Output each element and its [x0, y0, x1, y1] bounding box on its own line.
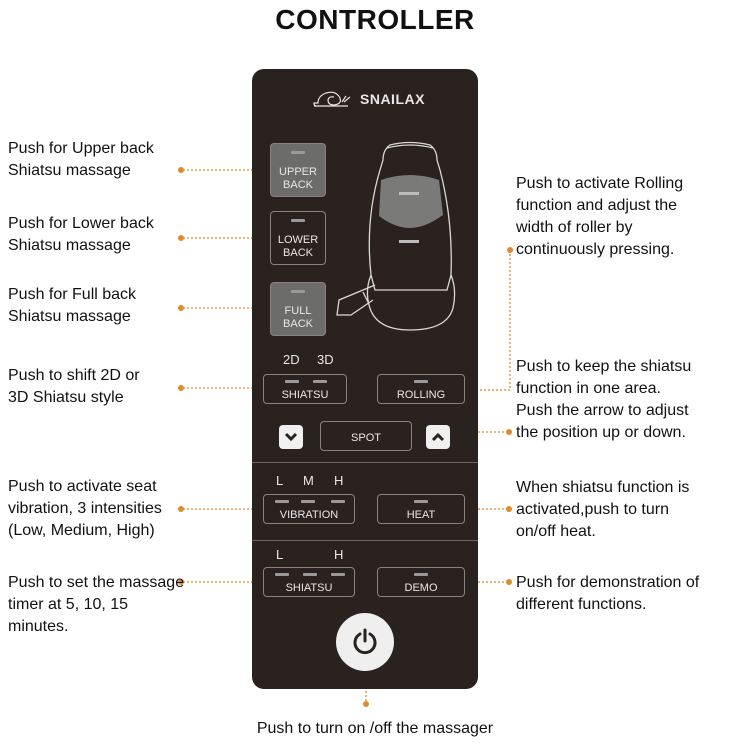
- massage-chair-icon: [336, 141, 456, 331]
- label-full-back: Push for Full back Shiatsu massage: [8, 286, 137, 325]
- brand-name: SNAILAX: [360, 91, 425, 107]
- label-vibration: Push to activate seat vibration, 3 inten…: [8, 478, 162, 539]
- brand-logo: SNAILAX: [312, 88, 425, 110]
- label-spot: Push to keep the shiatsu function in one…: [516, 358, 692, 441]
- chevron-down-icon: [284, 432, 298, 442]
- spot-button[interactable]: SPOT: [320, 421, 412, 451]
- shiatsu-timer-button[interactable]: SHIATSU: [263, 567, 355, 597]
- divider-1: [252, 462, 478, 463]
- rolling-label: ROLLING: [396, 389, 446, 401]
- shiatsu-style-button[interactable]: SHIATSU: [263, 374, 347, 404]
- label-timer: Push to set the massage timer at 5, 10, …: [8, 574, 185, 635]
- mode-2d-label: 2D: [283, 352, 300, 367]
- timer-led-l: [275, 573, 289, 576]
- timer-h-label: H: [334, 547, 344, 562]
- demo-led: [414, 573, 428, 576]
- shiatsu-timer-label: SHIATSU: [285, 582, 333, 594]
- power-button[interactable]: [336, 613, 394, 671]
- heat-button[interactable]: HEAT: [377, 494, 465, 524]
- vibration-led-h: [331, 500, 345, 503]
- lower-back-button[interactable]: LOWER BACK: [270, 211, 326, 265]
- label-upper-back: Push for Upper back Shiatsu massage: [8, 140, 154, 179]
- upper-back-led: [291, 151, 305, 154]
- vibration-m-label: M: [303, 473, 314, 488]
- upper-back-button[interactable]: UPPER BACK: [270, 143, 326, 197]
- shiatsu-style-label: SHIATSU: [281, 389, 329, 401]
- heat-led: [414, 500, 428, 503]
- full-back-label: FULL BACK: [283, 305, 313, 330]
- label-power: Push to turn on /off the massager: [256, 720, 494, 737]
- timer-led-h: [331, 573, 345, 576]
- rolling-button[interactable]: ROLLING: [377, 374, 465, 404]
- label-heat: When shiatsu function is activated,push …: [516, 479, 690, 540]
- label-shift-style: Push to shift 2D or 3D Shiatsu style: [8, 367, 140, 406]
- spot-label: SPOT: [351, 432, 381, 444]
- vibration-label: VIBRATION: [279, 509, 339, 521]
- vibration-button[interactable]: VIBRATION: [263, 494, 355, 524]
- full-back-led: [291, 290, 305, 293]
- page-title: CONTROLLER: [275, 4, 475, 35]
- demo-button[interactable]: DEMO: [377, 567, 465, 597]
- led-2d: [285, 380, 299, 383]
- vibration-l-label: L: [276, 473, 284, 488]
- power-icon: [353, 628, 377, 655]
- lower-back-label: LOWER BACK: [277, 234, 319, 259]
- divider-2: [252, 540, 478, 541]
- chevron-up-icon: [431, 432, 445, 442]
- lower-back-led: [291, 219, 305, 222]
- down-arrow-button[interactable]: [279, 425, 303, 449]
- vibration-led-l: [275, 500, 289, 503]
- rolling-led: [414, 380, 428, 383]
- mode-3d-label: 3D: [317, 352, 334, 367]
- timer-l-label: L: [276, 547, 284, 562]
- timer-led-m: [303, 573, 317, 576]
- label-lower-back: Push for Lower back Shiatsu massage: [8, 215, 154, 254]
- upper-back-label: UPPER BACK: [279, 166, 317, 191]
- label-demo: Push for demonstration of different func…: [516, 574, 700, 613]
- vibration-led-m: [301, 500, 315, 503]
- snail-icon: [313, 91, 351, 107]
- full-back-button[interactable]: FULL BACK: [270, 282, 326, 336]
- up-arrow-button[interactable]: [426, 425, 450, 449]
- demo-label: DEMO: [404, 582, 438, 594]
- label-rolling: Push to activate Rolling function and ad…: [516, 175, 684, 258]
- chair-upper-led: [399, 192, 419, 195]
- heat-label: HEAT: [406, 509, 436, 521]
- led-3d: [313, 380, 327, 383]
- chair-lower-led: [399, 240, 419, 243]
- vibration-h-label: H: [334, 473, 344, 488]
